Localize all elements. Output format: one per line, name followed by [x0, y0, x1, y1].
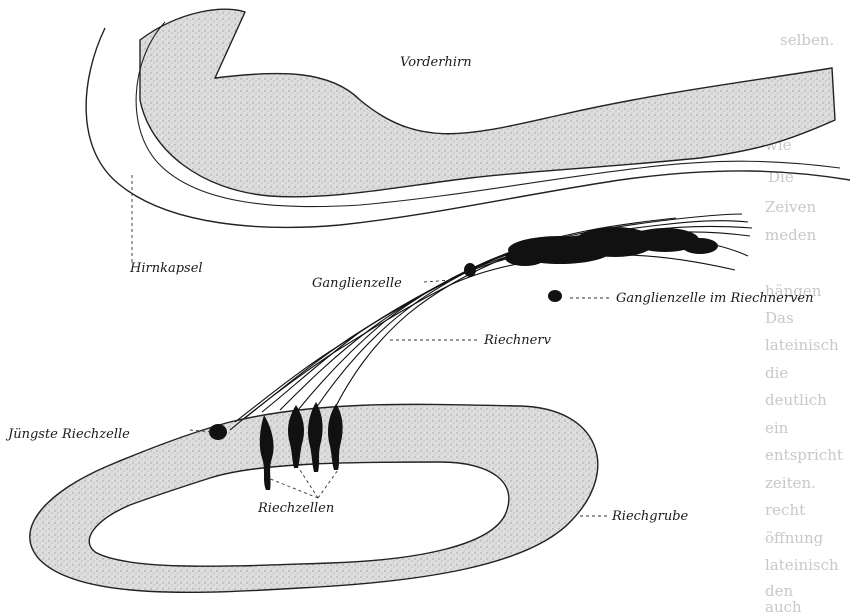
bleed-word: meden	[765, 226, 817, 244]
bleed-word: Zeiven	[765, 198, 816, 216]
ganglion-cell	[464, 263, 476, 277]
olfactory-nerve-label: Riechnerv	[483, 333, 552, 348]
forebrain-tissue	[140, 9, 835, 197]
bleed-word: Die	[768, 168, 794, 186]
bleed-word: öffnung	[765, 529, 824, 547]
brain-capsule-label: Hirnkapsel	[129, 261, 203, 276]
olfactory-cells-label: Riechzellen	[257, 501, 334, 516]
bleed-word: lateinisch	[765, 556, 839, 574]
bleed-word: lateinisch	[765, 336, 839, 354]
bleed-word: ein	[765, 419, 789, 437]
bleed-word: entspricht	[765, 446, 843, 464]
bleed-word: deutlich	[765, 391, 827, 409]
ganglion-cell-in-nerve-label: Ganglienzelle im Riechnerven	[616, 291, 814, 306]
youngest-olfactory-cell	[209, 424, 227, 440]
youngest-olfactory-cell-label: Jüngste Riechzelle	[5, 427, 130, 442]
ganglion-cell-label: Ganglienzelle	[312, 276, 402, 291]
bleed-word: Das	[765, 309, 794, 327]
bleed-word: recht	[765, 501, 805, 519]
bleed-word: auch	[765, 598, 802, 614]
olfactory-pit-label: Riechgrube	[611, 509, 689, 524]
ganglion-cell-in-nerve	[548, 290, 562, 302]
bleed-word: zeiten.	[765, 474, 816, 492]
forebrain-label: Vorderhirn	[400, 55, 472, 70]
bleed-word: selben.	[780, 31, 834, 49]
bleed-word: die	[765, 364, 788, 382]
